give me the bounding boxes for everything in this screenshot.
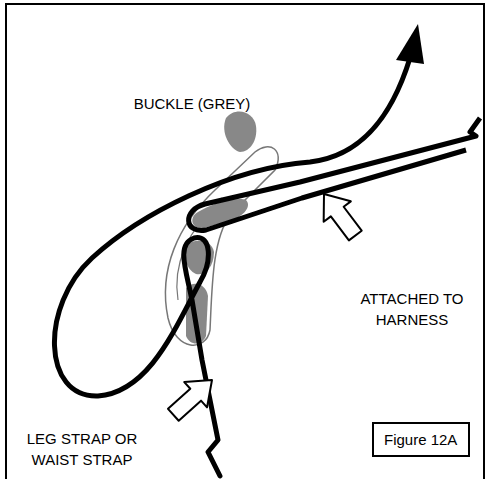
pointer-arrow [162, 367, 223, 427]
frame [6, 4, 484, 479]
leg-strap [54, 58, 410, 476]
figure-number: Figure 12A [384, 430, 458, 449]
pointer-arrow [310, 184, 368, 246]
arrowhead [396, 24, 424, 64]
part-label: BUCKLE (GREY) [92, 93, 292, 114]
figure-box: Figure 12A [372, 422, 470, 457]
buckle-part [224, 112, 256, 152]
part-label: ATTACHED TO HARNESS [347, 288, 477, 330]
part-label: LEG STRAP OR WAIST STRAP [7, 428, 157, 470]
